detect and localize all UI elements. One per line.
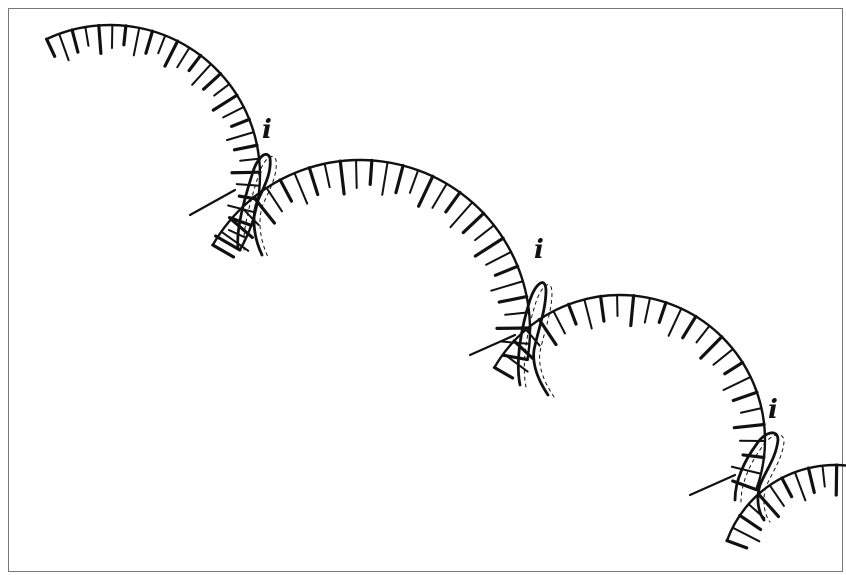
shell-rib bbox=[134, 28, 139, 55]
shell-rib bbox=[72, 30, 78, 52]
base-stroke-3 bbox=[690, 475, 735, 495]
shell-rib bbox=[743, 455, 764, 458]
shell-rib bbox=[475, 225, 494, 240]
shell-rib bbox=[99, 25, 101, 53]
shell-rib bbox=[713, 349, 732, 365]
base-stroke-2 bbox=[470, 335, 515, 355]
shell-rib bbox=[683, 316, 696, 337]
shell-rib bbox=[189, 55, 200, 70]
shell-rib bbox=[782, 478, 792, 497]
shell-rib bbox=[734, 424, 764, 427]
shell-rib bbox=[59, 34, 68, 60]
shell-rib bbox=[486, 252, 511, 265]
shell-rib bbox=[165, 41, 178, 66]
shell-rib bbox=[659, 302, 666, 322]
shell-rib bbox=[234, 145, 257, 150]
shell-rib bbox=[267, 188, 282, 211]
shell-rib bbox=[701, 337, 722, 358]
shell-rib bbox=[227, 132, 254, 140]
shell-rib bbox=[499, 297, 526, 303]
shell-rib bbox=[370, 160, 372, 184]
shell-rib bbox=[213, 95, 237, 110]
shell-rib bbox=[808, 468, 814, 492]
shell-rib bbox=[240, 159, 259, 161]
label-i-1: i bbox=[262, 115, 272, 145]
shell-rib bbox=[325, 164, 330, 187]
shell-arcs bbox=[47, 25, 846, 548]
shell-rib bbox=[450, 202, 472, 227]
shell-rib bbox=[495, 266, 517, 275]
shell-rim-4 bbox=[727, 465, 846, 541]
shell-rib bbox=[733, 392, 757, 400]
shell-rib bbox=[382, 162, 387, 195]
shell-rib bbox=[340, 161, 344, 194]
shell-rib bbox=[601, 296, 604, 321]
shell-rib bbox=[446, 192, 460, 211]
shell-rib bbox=[724, 377, 751, 390]
shell-rib bbox=[475, 238, 503, 256]
shell-rib bbox=[432, 184, 446, 208]
process-shape-1 bbox=[238, 154, 271, 255]
shell-rib bbox=[569, 304, 576, 324]
process-shapes bbox=[190, 154, 784, 522]
shell-rib bbox=[419, 176, 433, 206]
shell-rib bbox=[223, 107, 243, 117]
shell-rib bbox=[494, 368, 512, 379]
shell-rib bbox=[727, 541, 747, 548]
shell-rib bbox=[631, 296, 634, 326]
shell-rib bbox=[491, 281, 523, 290]
shell-rib bbox=[732, 467, 761, 474]
label-i-2: i bbox=[534, 235, 544, 265]
shell-rib bbox=[47, 39, 55, 56]
shell-rib bbox=[294, 173, 307, 203]
shell-rib bbox=[85, 27, 88, 46]
shell-rib bbox=[158, 36, 165, 54]
shell-rim-1 bbox=[47, 25, 260, 250]
shell-rib bbox=[553, 311, 564, 333]
shell-rib bbox=[410, 170, 418, 193]
shell-rib bbox=[213, 245, 234, 257]
shell-rib bbox=[204, 74, 221, 90]
shell-rib bbox=[645, 298, 650, 322]
shell-rib bbox=[124, 26, 126, 45]
shell-rib bbox=[232, 172, 260, 173]
shell-rib bbox=[795, 472, 805, 500]
shell-rib bbox=[232, 119, 250, 126]
shell-rib bbox=[770, 485, 784, 506]
shell-rib bbox=[146, 31, 153, 53]
shell-rib bbox=[669, 309, 682, 336]
shell-rib bbox=[309, 168, 317, 195]
shell-rib bbox=[822, 466, 824, 487]
shell-rib bbox=[725, 363, 743, 374]
base-stroke-1 bbox=[190, 190, 235, 215]
shell-rib bbox=[214, 84, 229, 96]
shell-rib bbox=[696, 326, 709, 343]
shell-rib bbox=[584, 299, 591, 328]
shell-rib bbox=[741, 408, 761, 413]
shell-rib bbox=[356, 160, 357, 188]
shell-rib bbox=[740, 515, 761, 529]
shell-rib bbox=[280, 180, 291, 201]
shell-rib bbox=[192, 64, 211, 85]
label-i-3: i bbox=[768, 395, 778, 425]
shell-rib bbox=[733, 528, 760, 542]
shell-rib bbox=[177, 48, 189, 68]
shell-rib bbox=[463, 213, 483, 232]
shell-rib bbox=[396, 166, 403, 193]
